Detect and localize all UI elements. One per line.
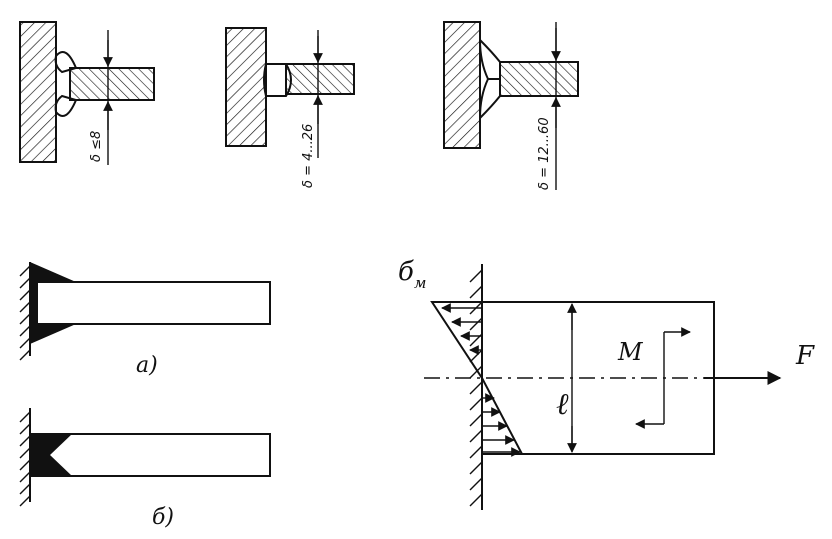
moment-label: M <box>617 338 644 366</box>
weld-bead-2 <box>263 63 292 97</box>
weld-root-a <box>30 282 38 324</box>
fillet-weld-bottom-a <box>30 324 76 344</box>
wall-plate-3 <box>443 21 481 149</box>
stress-triangle-lower <box>481 377 524 455</box>
joint-2: δ = 4...26 <box>225 27 355 188</box>
thickness-label-1: δ ≤8 <box>89 131 104 162</box>
force-label: F <box>795 341 815 371</box>
variant-a-label: а) <box>136 353 158 378</box>
groove-weld-b <box>30 434 72 476</box>
attached-plate-3 <box>499 61 579 97</box>
variant-b-label: б) <box>152 505 174 530</box>
weld-bead-bottom-1 <box>54 94 78 117</box>
wall-plate-2 <box>225 27 267 147</box>
sigma-subscript: м <box>414 274 426 292</box>
thickness-label-2: δ = 4...26 <box>301 124 316 188</box>
attached-plate-2 <box>285 63 355 95</box>
weld-bead-top-1 <box>54 51 78 74</box>
wall-plate-1 <box>19 21 57 163</box>
moment-symbol <box>635 327 691 429</box>
joint-3: δ = 12...60 <box>443 21 579 190</box>
weld-bead-top-3 <box>478 37 501 80</box>
attached-plate-1 <box>69 67 155 101</box>
plate-a <box>29 281 271 325</box>
thickness-label-3: δ = 12...60 <box>537 117 552 190</box>
sigma-label: б <box>398 257 414 287</box>
stress-triangle-upper <box>430 301 483 382</box>
fillet-weld-top-a <box>30 262 76 282</box>
stress-arrows-tension <box>482 393 521 457</box>
variant-a: а) <box>19 262 271 378</box>
weld-bead-bottom-3 <box>478 78 501 121</box>
stress-diagram: ℓ M F б м <box>398 257 815 510</box>
variant-b: б) <box>19 408 271 530</box>
plate-b <box>29 433 271 477</box>
joint-1: δ ≤8 <box>19 21 155 165</box>
stress-arrows-compression <box>441 303 482 355</box>
length-label: ℓ <box>556 387 569 422</box>
